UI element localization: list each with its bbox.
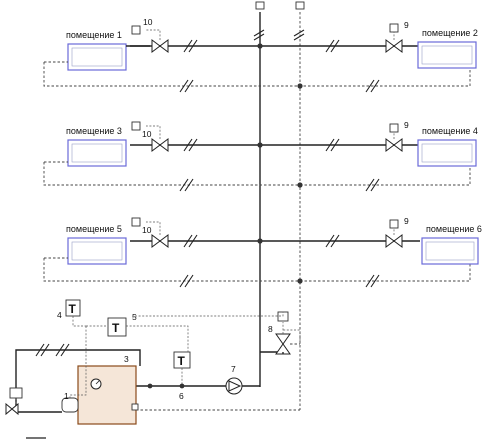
boiler: 3 <box>77 354 139 425</box>
radiator-room-4 <box>417 139 477 167</box>
radiator-room-3 <box>67 139 127 167</box>
radiator-room-5 <box>67 237 127 265</box>
left-feed-line <box>15 349 141 412</box>
valve-num-room-5: 10 <box>142 225 152 235</box>
room-2: помещение 2 9 <box>385 20 478 69</box>
room-4-label: помещение 4 <box>422 126 478 136</box>
room-5-label: помещение 5 <box>66 224 122 234</box>
burner: 1 <box>61 391 79 413</box>
thermostat-room-num: 5 <box>132 312 137 322</box>
valve-room-4[interactable] <box>385 138 403 152</box>
burner-num: 1 <box>64 391 69 401</box>
valve-num-room-2: 9 <box>404 20 409 30</box>
mixing-valve: 8 <box>260 311 300 355</box>
room-3: помещение 3 10 <box>44 121 169 167</box>
valve-num-room-1: 10 <box>143 17 153 27</box>
valve-room-3[interactable] <box>151 138 169 152</box>
radiator-room-2 <box>417 41 477 69</box>
floor-1-circuit <box>43 39 476 93</box>
room-thermostat: T 5 <box>69 312 189 398</box>
room-5: помещение 5 10 <box>44 217 169 265</box>
svg-text:T: T <box>112 321 120 335</box>
outdoor-thermostat: T 4 <box>57 299 86 327</box>
radiator-room-1 <box>67 43 127 71</box>
boiler-body <box>77 365 137 425</box>
mixing-valve-actuator <box>277 311 289 322</box>
valve-room-1[interactable] <box>151 39 169 53</box>
radiator-room-6 <box>421 237 479 265</box>
valve-num-room-3: 10 <box>142 129 152 139</box>
floor-2-circuit <box>43 138 476 192</box>
actuator-room-5 <box>131 217 141 227</box>
actuator-room-6 <box>389 219 399 229</box>
supply-temp-sensor: T 6 <box>173 351 191 401</box>
circulation-pump: 7 <box>225 364 243 395</box>
actuator-room-3 <box>131 121 141 131</box>
thermostat-outdoor-num: 4 <box>57 310 62 320</box>
svg-text:T: T <box>69 302 77 316</box>
valve-room-2[interactable] <box>385 39 403 53</box>
svg-text:T: T <box>178 354 186 368</box>
room-4: помещение 4 9 <box>385 120 478 167</box>
room-1-label: помещение 1 <box>66 30 122 40</box>
mixing-valve-body[interactable] <box>275 333 291 345</box>
riser-top-sensor-return <box>295 1 305 10</box>
boiler-num: 3 <box>124 354 129 364</box>
actuator-room-1 <box>131 25 141 35</box>
room-6: помещение 6 9 <box>385 216 482 265</box>
room-2-label: помещение 2 <box>422 28 478 38</box>
valve-num-room-4: 9 <box>404 120 409 130</box>
actuator-room-2 <box>389 23 399 33</box>
riser-top-break-marks <box>253 29 305 41</box>
valve-num-room-6: 9 <box>404 216 409 226</box>
gas-valve[interactable] <box>5 402 19 416</box>
valve-room-6[interactable] <box>385 234 403 248</box>
room-6-label: помещение 6 <box>426 224 482 234</box>
gas-valve-actuator <box>9 387 23 399</box>
actuator-room-4 <box>389 123 399 133</box>
pump-num: 7 <box>231 364 236 374</box>
riser-top-sensor-supply <box>255 1 265 10</box>
valve-room-5[interactable] <box>151 234 169 248</box>
room-3-label: помещение 3 <box>66 126 122 136</box>
mixing-valve-num: 8 <box>268 324 273 334</box>
room-1: помещение 1 10 <box>44 17 169 71</box>
sensor-num: 6 <box>179 391 184 401</box>
